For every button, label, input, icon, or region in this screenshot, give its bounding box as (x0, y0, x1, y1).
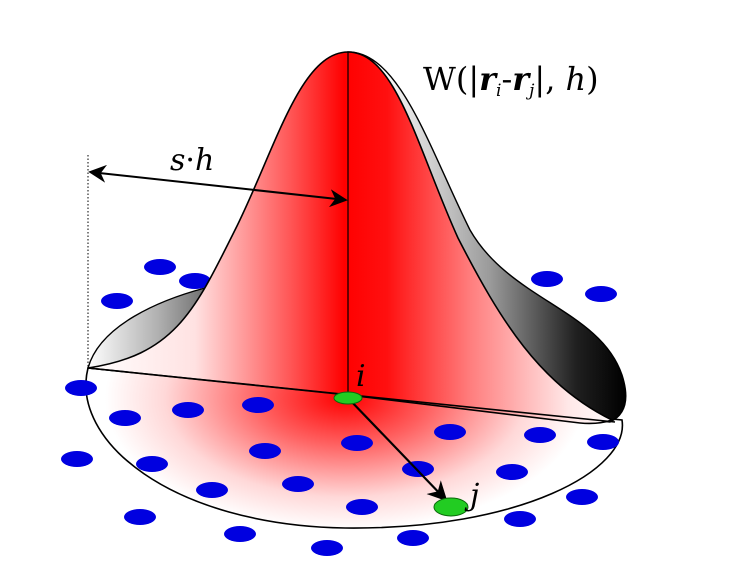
particle-blue (196, 482, 228, 498)
particle-blue (585, 286, 617, 302)
particle-blue (496, 464, 528, 480)
particle-blue (531, 271, 563, 287)
particle-blue (172, 402, 204, 418)
particle-blue (341, 435, 373, 451)
particle-j (433, 497, 469, 517)
smoothing-length-arrow (88, 164, 348, 208)
particle-blue (397, 530, 429, 546)
particle-blue (434, 424, 466, 440)
disk-particles (61, 380, 619, 556)
neighbor-vector-arrow (347, 397, 448, 502)
particle-blue (524, 427, 556, 443)
particle-blue (109, 410, 141, 426)
particle-blue (242, 397, 274, 413)
particle-blue (61, 451, 93, 467)
particle-blue (587, 434, 619, 450)
particle-blue (566, 489, 598, 505)
background-particles (101, 259, 617, 309)
particle-blue (136, 456, 168, 472)
kernel-bell-front (87, 51, 615, 425)
particle-blue (179, 273, 211, 289)
particle-blue (101, 293, 133, 309)
particle-blue (249, 443, 281, 459)
particle-blue (124, 509, 156, 525)
particle-i (333, 391, 363, 405)
particle-blue (65, 380, 97, 396)
particle-i-label: i (356, 359, 366, 394)
particle-blue (504, 511, 536, 527)
particle-blue (402, 461, 434, 477)
smoothing-length-label: s·h (170, 143, 214, 178)
kernel-function-label: W(|ri-rj|, h) (423, 60, 599, 101)
particle-blue (346, 499, 378, 515)
particle-blue (144, 259, 176, 275)
particle-blue (224, 526, 256, 542)
particle-blue (282, 476, 314, 492)
particle-blue (311, 540, 343, 556)
